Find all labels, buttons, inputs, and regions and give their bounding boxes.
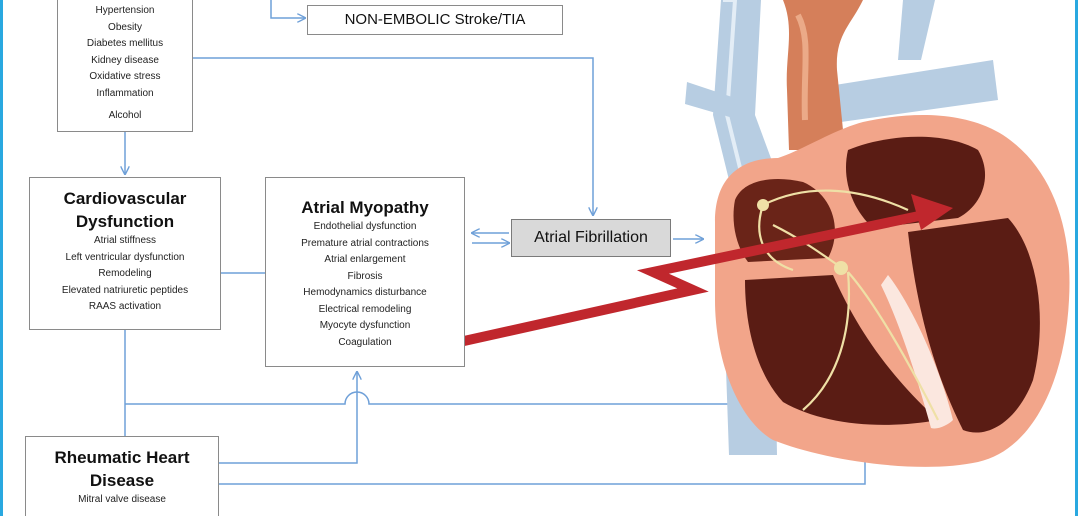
risk-to-af-line — [193, 57, 593, 215]
cardiovascular-title-line2: Dysfunction — [75, 212, 175, 231]
atrial-myopathy-item: Coagulation — [338, 336, 392, 348]
atrial-myopathy-item: Hemodynamics disturbance — [303, 287, 427, 298]
atrial-myopathy-box: Atrial Myopathy Endothelial dysfunction … — [265, 177, 465, 367]
atrial-myopathy-item: Premature atrial contractions — [301, 237, 429, 249]
cardiovascular-dysfunction-box: Cardiovascular Dysfunction Atrial stiffn… — [29, 177, 221, 330]
cardiovascular-title-line1: Cardiovascular — [63, 189, 187, 208]
risk-factor-alcohol: Alcohol — [108, 110, 142, 121]
risk-factor-item: Oxidative stress — [89, 71, 161, 82]
risk-factor-item: Diabetes mellitus — [86, 38, 164, 49]
risk-factor-item: Inflammation — [96, 87, 154, 99]
cardiovascular-item: Left ventricular dysfunction — [65, 251, 185, 263]
left-ventricle — [908, 218, 1040, 433]
septum — [881, 275, 953, 429]
cardiovascular-item: Atrial stiffness — [93, 235, 157, 246]
rheumatic-item: Mitral valve disease — [78, 494, 166, 505]
risk-factor-item: Kidney disease — [91, 54, 159, 66]
risk-to-stroke-line — [270, 0, 305, 18]
left-atrium — [845, 136, 986, 228]
atrial-myopathy-item: Myocyte dysfunction — [319, 320, 411, 331]
cardiovascular-item: Remodeling — [98, 268, 152, 279]
atrial-myopathy-item: Fibrosis — [347, 270, 383, 282]
lightning-arrow — [453, 207, 940, 348]
atrial-myopathy-title: Atrial Myopathy — [301, 198, 429, 217]
cardiovascular-item: Elevated natriuretic peptides — [61, 284, 189, 296]
sa-node — [757, 199, 769, 211]
non-embolic-stroke-label: NON-EMBOLIC Stroke/TIA — [344, 11, 526, 28]
non-embolic-stroke-box: NON-EMBOLIC Stroke/TIA — [307, 5, 563, 35]
rheumatic-title-line2: Disease — [89, 471, 155, 490]
pulmonary-artery — [835, 60, 998, 122]
atrial-fibrillation-box: Atrial Fibrillation — [511, 219, 671, 257]
atrial-myopathy-item: Electrical remodeling — [318, 303, 412, 315]
heart-illustration — [453, 0, 1070, 467]
rheumatic-to-myopathy-line — [219, 372, 357, 464]
risk-factor-item: Hypertension — [95, 5, 155, 16]
pulmonary-vein-left — [685, 82, 735, 118]
av-node — [834, 261, 848, 275]
atrial-myopathy-item: Atrial enlargement — [324, 254, 406, 265]
rheumatic-title-line1: Rheumatic Heart — [54, 448, 190, 467]
risk-factors-box: Hypertension Obesity Diabetes mellitus K… — [57, 0, 193, 132]
rheumatic-heart-disease-box: Rheumatic Heart Disease Mitral valve dis… — [25, 436, 219, 516]
risk-factor-item: Obesity — [108, 21, 142, 33]
atrial-myopathy-item: Endothelial dysfunction — [313, 221, 417, 232]
atrial-fibrillation-label: Atrial Fibrillation — [534, 229, 648, 246]
cardiovascular-item: RAAS activation — [88, 301, 162, 312]
pulmonary-artery-upper — [898, 0, 935, 60]
